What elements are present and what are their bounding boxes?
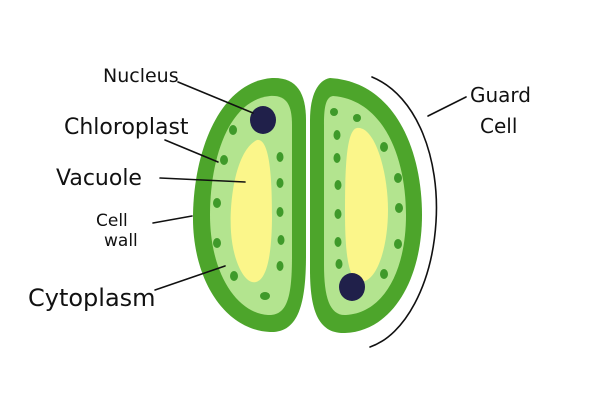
label-chloroplast: Chloroplast [64,115,189,140]
right-nucleus [339,273,365,301]
chloroplast [213,238,221,248]
guard-cell-bracket [369,76,438,348]
left-nucleus [250,106,276,134]
label-cytoplasm: Cytoplasm [28,284,156,312]
guard-cell-leader [427,96,467,117]
label-guard-line2: Cell [480,114,517,138]
right-vacuole [345,127,388,282]
chloroplast [334,237,342,247]
chloroplast [213,198,221,208]
vacuole-leader [159,177,246,183]
chloroplast [380,269,388,279]
cytoplasm-leader [154,265,226,291]
label-guard-line1: Guard [470,83,531,107]
left-guard-cell [192,77,306,333]
label-cell-wall-line1: Cell [96,211,128,231]
right-guard-cell [310,78,422,334]
chloroplast [395,203,403,213]
chloroplast [333,153,341,163]
label-nucleus: Nucleus [103,65,179,87]
nucleus-leader [177,81,254,114]
chloroplast [333,130,341,140]
cell-wall-leader [152,215,193,224]
chloroplast [276,261,284,271]
left-vacuole [230,139,272,283]
chloroplast [276,178,284,188]
labels: Nucleus Chloroplast Vacuole Cell wall Cy… [28,65,531,312]
label-cell-wall-line2: wall [104,231,138,251]
chloroplast [394,173,402,183]
chloroplast [277,235,285,245]
chloroplast [330,108,338,116]
label-vacuole: Vacuole [56,166,142,191]
chloroplast [276,207,284,217]
left-chloroplasts [213,125,285,300]
chloroplast [276,152,284,162]
leader-lines [152,76,467,348]
chloroplast [260,292,270,300]
chloroplast [380,142,388,152]
right-chloroplasts [330,108,403,279]
chloroplast [335,259,343,269]
chloroplast [334,180,342,190]
chloroplast [220,155,228,165]
chloroplast-leader [164,139,219,163]
chloroplast [394,239,402,249]
chloroplast [353,114,361,122]
chloroplast [230,271,238,281]
chloroplast [334,209,342,219]
chloroplast [229,125,237,135]
